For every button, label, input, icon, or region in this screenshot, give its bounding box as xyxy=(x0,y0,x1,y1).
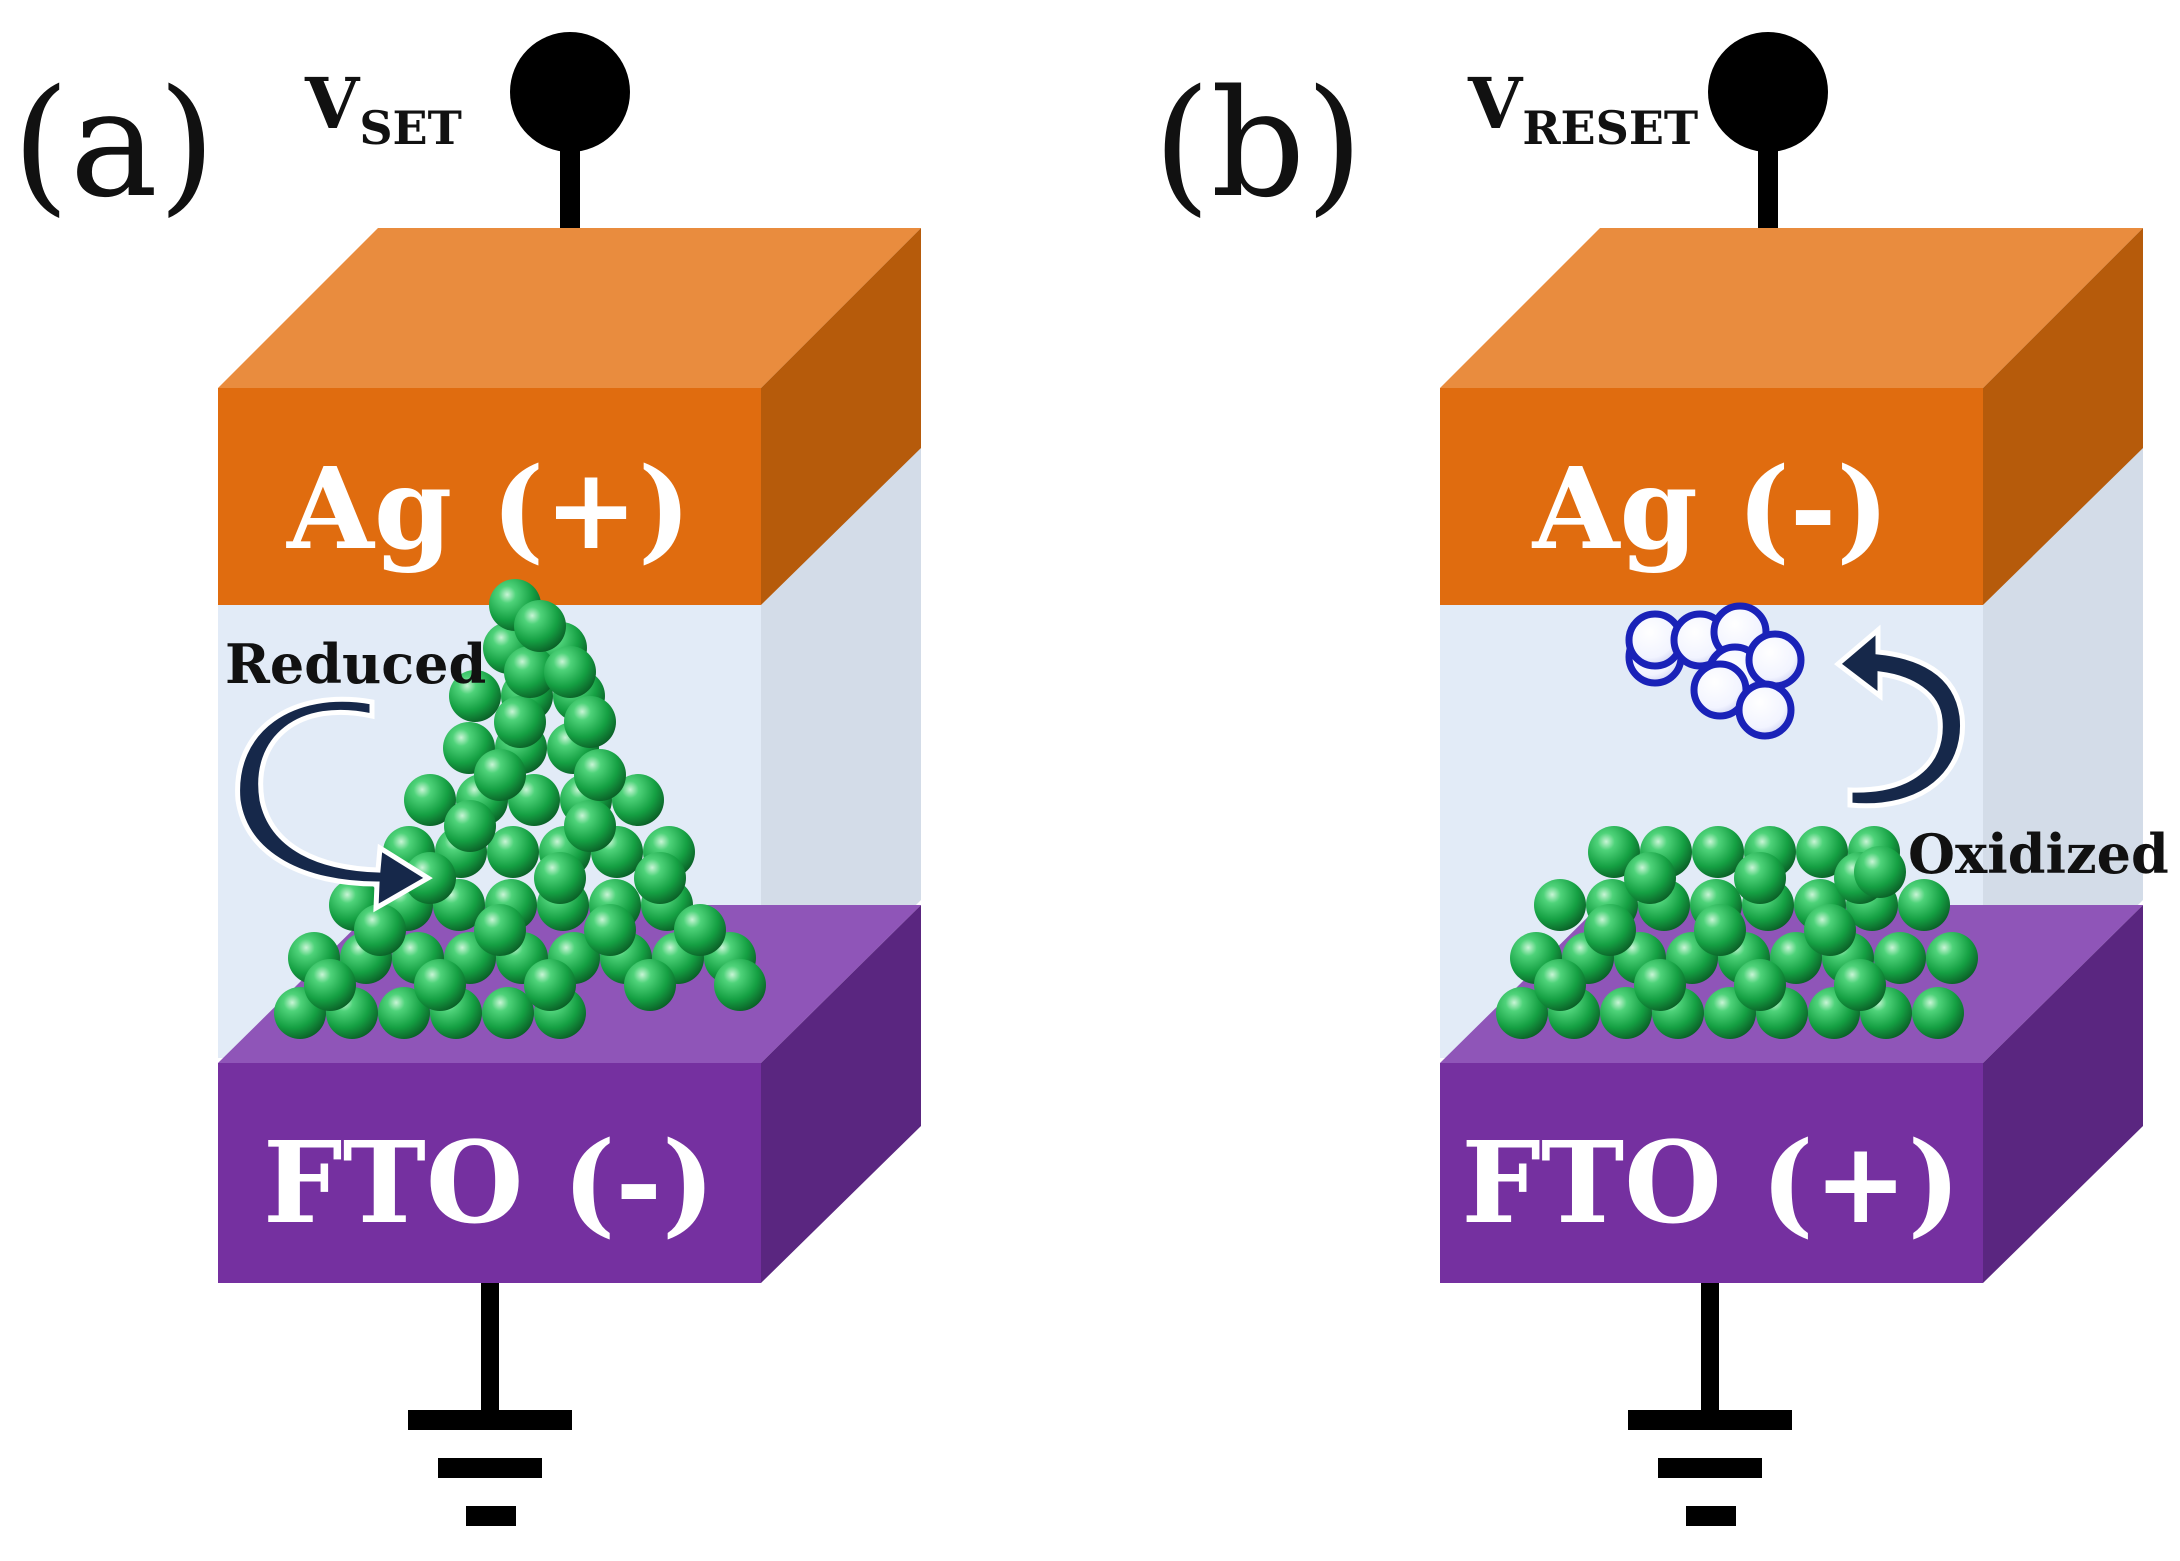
reduction-arrow-icon xyxy=(235,696,433,913)
panel-b-voltage-label: VRESET xyxy=(1467,62,1698,155)
sphere xyxy=(1834,959,1886,1011)
panel-b-letter: (b) xyxy=(1153,58,1363,230)
sphere xyxy=(449,670,501,722)
sphere xyxy=(304,959,356,1011)
sphere xyxy=(1734,959,1786,1011)
silver-filament xyxy=(274,579,766,1039)
sphere xyxy=(514,600,566,652)
sphere xyxy=(494,696,546,748)
silver-ions xyxy=(1625,602,1805,740)
sphere xyxy=(404,774,456,826)
sphere xyxy=(634,852,686,904)
process-label-oxidized: Oxidized xyxy=(1908,822,2169,886)
panel-a-letter: (a) xyxy=(12,58,216,230)
silver-deposit xyxy=(1496,826,1978,1039)
sphere xyxy=(504,646,556,698)
sphere xyxy=(474,749,526,801)
bottom-electrode-label: FTO (-) xyxy=(263,1118,715,1249)
process-label-reduced: Reduced xyxy=(225,632,486,696)
sphere xyxy=(414,959,466,1011)
sphere xyxy=(524,959,576,1011)
sphere xyxy=(612,774,664,826)
sphere xyxy=(1745,630,1805,690)
sphere xyxy=(354,904,406,956)
sphere xyxy=(1735,680,1795,740)
top-electrode: Ag (-) xyxy=(1440,228,2143,605)
sphere xyxy=(482,987,534,1039)
sphere xyxy=(574,749,626,801)
ground-symbol-icon xyxy=(1628,1283,1792,1526)
sphere xyxy=(1588,826,1640,878)
sphere xyxy=(534,852,586,904)
oxidation-arrow-icon xyxy=(1834,624,1965,809)
sphere xyxy=(564,696,616,748)
sphere xyxy=(1584,904,1636,956)
sphere xyxy=(1692,826,1744,878)
sphere xyxy=(1796,826,1848,878)
sphere xyxy=(564,800,616,852)
top-electrode-label: Ag (+) xyxy=(286,444,691,575)
sphere xyxy=(1854,846,1906,898)
panel-a: (a) VSET FTO (-) Ag (+) xyxy=(12,32,921,1526)
panel-a-voltage-label: VSET xyxy=(304,62,462,155)
bottom-electrode-label: FTO (+) xyxy=(1461,1118,1960,1249)
sphere xyxy=(1496,987,1548,1039)
sphere xyxy=(1534,879,1586,931)
sphere xyxy=(674,904,726,956)
sphere xyxy=(1734,852,1786,904)
sphere xyxy=(544,646,596,698)
sphere xyxy=(378,987,430,1039)
sphere xyxy=(1898,879,1950,931)
sphere xyxy=(487,826,539,878)
top-electrode-label: Ag (-) xyxy=(1532,444,1890,575)
sphere xyxy=(624,959,676,1011)
sphere xyxy=(1534,959,1586,1011)
sphere xyxy=(1874,932,1926,984)
sphere xyxy=(1694,904,1746,956)
sphere xyxy=(584,904,636,956)
ground-symbol-icon xyxy=(408,1283,572,1526)
sphere xyxy=(474,904,526,956)
top-electrode: Ag (+) xyxy=(218,228,921,605)
sphere xyxy=(1912,987,1964,1039)
sphere xyxy=(1624,852,1676,904)
sphere xyxy=(444,800,496,852)
sphere xyxy=(714,959,766,1011)
sphere xyxy=(1634,959,1686,1011)
panel-b: (b) VRESET FTO (+) Ag (-) xyxy=(1153,32,2169,1526)
sphere xyxy=(1926,932,1978,984)
sphere xyxy=(1804,904,1856,956)
